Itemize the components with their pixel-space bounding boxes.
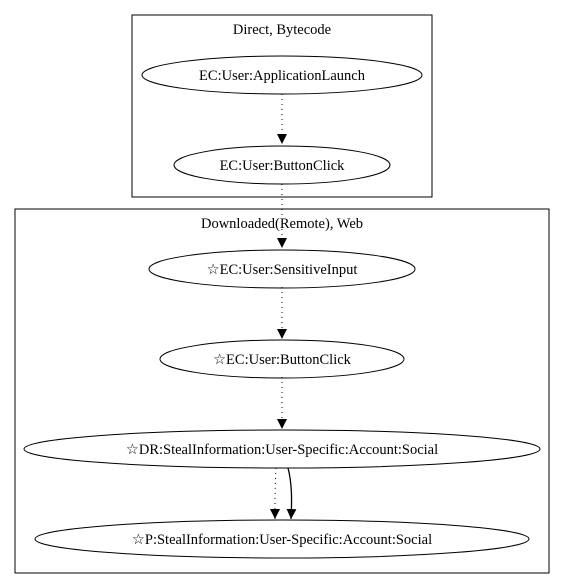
node-steal-information-p: ☆P:StealInformation:User-Specific:Accoun… (34, 519, 530, 559)
node-label: ☆P:StealInformation:User-Specific:Accoun… (132, 532, 432, 548)
node-shape (34, 519, 530, 559)
cluster-direct: Direct, Bytecode (131, 14, 433, 198)
node-label: EC:User:ApplicationLaunch (199, 68, 366, 84)
node-label: ☆EC:User:ButtonClick (213, 352, 352, 368)
node-shape (159, 339, 405, 379)
node-label: ☆EC:User:SensitiveInput (207, 262, 358, 278)
node-shape (23, 429, 541, 469)
node-label: EC:User:ButtonClick (220, 158, 346, 174)
node-sensitive-input: ☆EC:User:SensitiveInput (148, 249, 416, 289)
node-shape (148, 249, 416, 289)
edge-dr-to-p-dotted (270, 467, 281, 520)
edge-dr-to-p-solid (286, 467, 297, 520)
node-application-launch: EC:User:ApplicationLaunch (141, 55, 423, 95)
node-label: ☆DR:StealInformation:User-Specific:Accou… (126, 442, 438, 458)
node-steal-information-dr: ☆DR:StealInformation:User-Specific:Accou… (23, 429, 541, 469)
node-shape (141, 55, 423, 95)
node-button-click-remote: ☆EC:User:ButtonClick (159, 339, 405, 379)
node-shape (173, 145, 391, 185)
edges (270, 94, 297, 520)
cluster-direct-box (131, 14, 433, 198)
node-button-click-direct: EC:User:ButtonClick (173, 145, 391, 185)
cluster-direct-label: Direct, Bytecode (233, 22, 331, 38)
